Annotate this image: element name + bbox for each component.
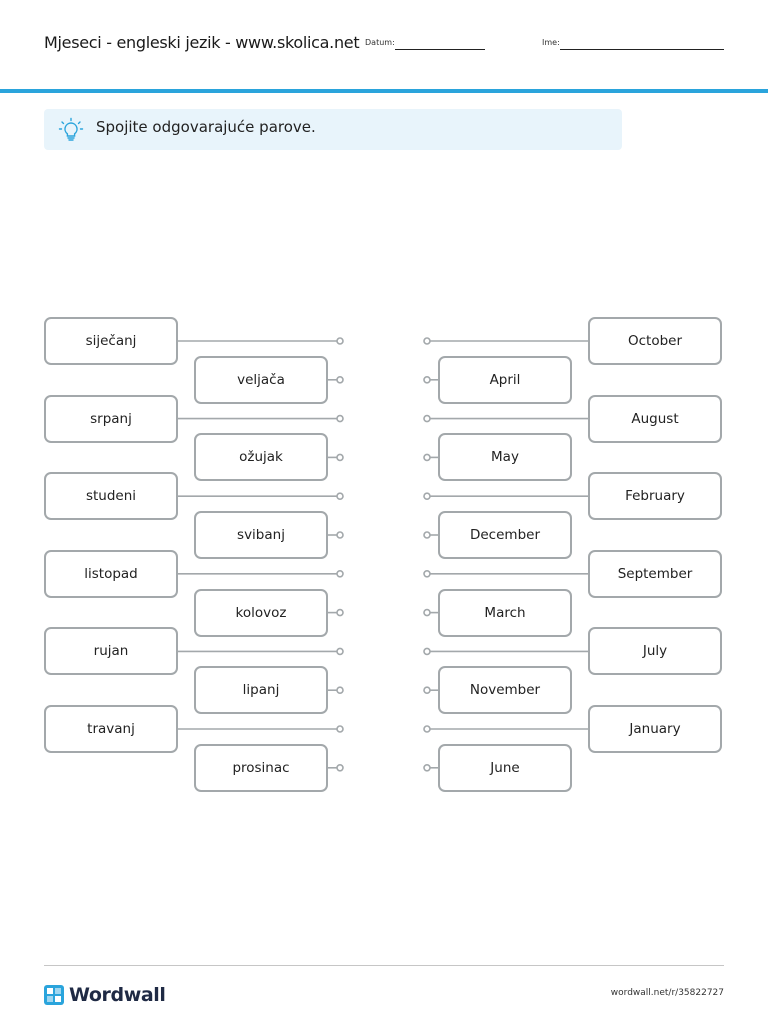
right-connector-dot[interactable]: [423, 531, 431, 539]
instruction-text: Spojite odgovarajuće parove.: [96, 118, 316, 136]
left-connector-dot[interactable]: [336, 647, 344, 656]
name-label: Ime:: [542, 38, 560, 47]
left-card[interactable]: siječanj: [44, 317, 178, 365]
right-card[interactable]: September: [588, 549, 722, 598]
right-connector-dot[interactable]: [423, 569, 431, 578]
right-card[interactable]: February: [588, 472, 722, 521]
left-card[interactable]: veljača: [194, 355, 328, 404]
header-divider: [0, 89, 768, 93]
footer-logo: Wordwall: [44, 984, 166, 1006]
instruction-box: Spojite odgovarajuće parove.: [44, 109, 622, 150]
left-card[interactable]: rujan: [44, 627, 178, 676]
left-connector-dot[interactable]: [336, 763, 344, 772]
left-connector-dot[interactable]: [336, 453, 344, 462]
left-card[interactable]: listopad: [44, 549, 178, 598]
left-card[interactable]: studeni: [44, 472, 178, 521]
left-card[interactable]: srpanj: [44, 394, 178, 443]
right-card[interactable]: November: [438, 666, 572, 715]
wordwall-logo-icon: [44, 985, 64, 1005]
right-card[interactable]: July: [588, 627, 722, 676]
brand-name: Wordwall: [69, 984, 166, 1006]
left-card[interactable]: prosinac: [194, 743, 328, 792]
right-connector-dot[interactable]: [423, 608, 431, 617]
left-connector-dot[interactable]: [336, 531, 344, 539]
footer-divider: [44, 965, 724, 966]
right-connector-dot[interactable]: [423, 337, 431, 345]
right-card[interactable]: April: [438, 355, 572, 404]
footer-url[interactable]: wordwall.net/r/35822727: [610, 988, 724, 998]
right-card[interactable]: June: [438, 743, 572, 792]
left-card[interactable]: travanj: [44, 705, 178, 753]
date-field[interactable]: [395, 49, 485, 50]
left-connector-dot[interactable]: [336, 608, 344, 617]
left-card[interactable]: lipanj: [194, 666, 328, 715]
right-connector-dot[interactable]: [423, 763, 431, 772]
right-connector-dot[interactable]: [423, 492, 431, 501]
right-card[interactable]: October: [588, 317, 722, 365]
page-title: Mjeseci - engleski jezik - www.skolica.n…: [44, 33, 360, 52]
left-connector-dot[interactable]: [336, 414, 344, 423]
right-connector-dot[interactable]: [423, 414, 431, 423]
left-card[interactable]: ožujak: [194, 433, 328, 482]
right-card[interactable]: December: [438, 511, 572, 559]
left-connector-dot[interactable]: [336, 686, 344, 695]
left-connector-dot[interactable]: [336, 569, 344, 578]
right-connector-dot[interactable]: [423, 453, 431, 462]
right-connector-dot[interactable]: [423, 647, 431, 656]
date-label: Datum:: [365, 38, 395, 47]
right-connector-dot[interactable]: [423, 686, 431, 695]
right-card[interactable]: May: [438, 433, 572, 482]
left-connector-dot[interactable]: [336, 492, 344, 501]
right-connector-dot[interactable]: [423, 375, 431, 384]
right-card[interactable]: March: [438, 588, 572, 637]
left-card[interactable]: kolovoz: [194, 588, 328, 637]
left-connector-dot[interactable]: [336, 725, 344, 733]
left-connector-dot[interactable]: [336, 375, 344, 384]
right-card[interactable]: January: [588, 705, 722, 753]
name-field[interactable]: [560, 49, 724, 50]
right-card[interactable]: August: [588, 394, 722, 443]
right-connector-dot[interactable]: [423, 725, 431, 733]
lightbulb-icon: [58, 117, 84, 141]
left-connector-dot[interactable]: [336, 337, 344, 345]
left-card[interactable]: svibanj: [194, 511, 328, 559]
